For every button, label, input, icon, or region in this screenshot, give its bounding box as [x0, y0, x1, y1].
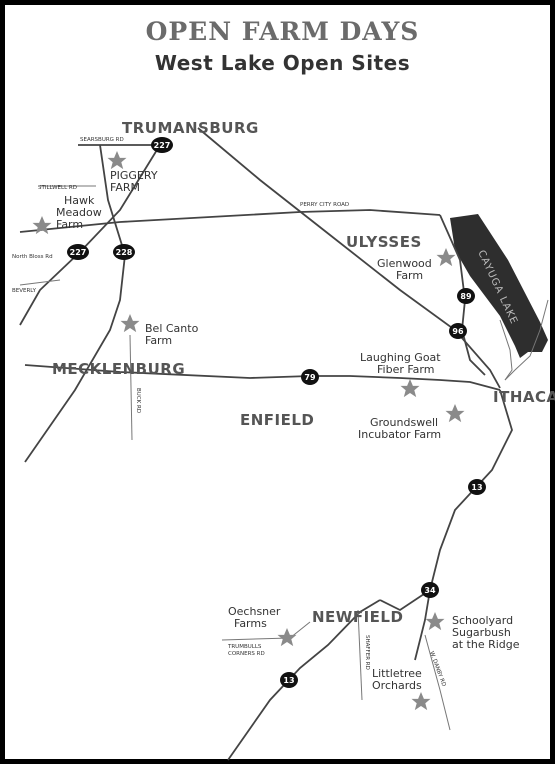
shoreline	[504, 299, 549, 381]
site-label-schoolyard-2: Sugarbush	[452, 626, 511, 639]
road-label-w-danby: W. DANBY RD	[428, 651, 446, 688]
town-enfield: ENFIELD	[240, 411, 314, 429]
route-shield-96: 96	[449, 323, 467, 339]
star-icon	[411, 692, 431, 711]
shaffer-road	[357, 609, 363, 701]
map-title: OPEN FARM DAYS	[145, 17, 420, 46]
perry-city-road	[19, 209, 441, 233]
site-label-bel-canto-1: Bel Canto	[145, 322, 199, 335]
road-label-stillwell: STILLWELL RD	[38, 185, 77, 191]
buck-road	[129, 334, 133, 441]
star-icon	[436, 248, 456, 267]
road-96-north	[197, 127, 501, 389]
site-label-hawk-meadow-3: Farm	[56, 218, 83, 231]
svg-text:96: 96	[452, 327, 464, 336]
site-label-laughing-goat-2: Fiber Farm	[377, 363, 434, 376]
road-label-north-bloss: North Bloss Rd	[12, 254, 53, 260]
town-mecklenburg: MECKLENBURG	[52, 360, 185, 378]
road-label-trumbulls-2: CORNERS RD	[228, 651, 265, 657]
road-label-perry-city: PERRY CITY ROAD	[300, 202, 349, 208]
cayuga-lake	[450, 214, 548, 358]
svg-text:34: 34	[424, 586, 436, 595]
site-label-hawk-meadow-1: Hawk	[64, 194, 95, 207]
town-trumansburg: TRUMANSBURG	[122, 119, 259, 137]
site-label-glenwood-2: Farm	[396, 269, 423, 282]
road-13-south	[227, 599, 381, 761]
road-label-shaffer: SHAFFER RD	[364, 635, 370, 670]
road-label-buck: BUCK RD	[135, 388, 141, 413]
site-label-groundswell-1: Groundswell	[370, 416, 438, 429]
svg-text:13: 13	[471, 483, 482, 492]
road-label-beverly: BEVERLY	[12, 288, 37, 294]
route-shield-34: 34	[421, 582, 439, 598]
star-icon	[425, 612, 445, 631]
route-shield-89: 89	[457, 288, 475, 304]
road-79	[24, 364, 501, 391]
route-shield-79: 79	[301, 369, 319, 385]
town-ulysses: ULYSSES	[346, 233, 422, 251]
star-icon	[400, 379, 420, 398]
road-227	[19, 144, 162, 326]
beverly-road	[19, 279, 61, 286]
road-89	[439, 214, 486, 376]
town-ithaca: ITHACA	[493, 388, 555, 406]
svg-text:13: 13	[283, 676, 294, 685]
route-shield-228: 228	[113, 244, 135, 260]
star-icon	[277, 628, 297, 647]
site-label-oechsner-2: Farms	[234, 617, 267, 630]
w-danby-road	[424, 634, 451, 731]
route-shield-13-lower: 13	[280, 672, 298, 688]
site-label-bel-canto-2: Farm	[145, 334, 172, 347]
star-icon	[107, 151, 127, 170]
svg-text:227: 227	[154, 141, 171, 150]
road-34	[379, 589, 431, 612]
map-subtitle: West Lake Open Sites	[154, 51, 411, 75]
site-label-piggery-2: FARM	[110, 181, 140, 194]
route-shield-13-upper: 13	[468, 479, 486, 495]
site-label-oechsner-1: Oechsner	[228, 605, 281, 618]
site-label-glenwood-1: Glenwood	[377, 257, 432, 270]
site-label-groundswell-2: Incubator Farm	[358, 428, 441, 441]
svg-text:228: 228	[116, 248, 133, 257]
inlet	[499, 319, 513, 381]
route-shield-227-top: 227	[151, 137, 173, 153]
road-label-trumbulls-1: TRUMBULLS	[227, 644, 262, 650]
site-label-laughing-goat-1: Laughing Goat	[360, 351, 441, 364]
site-label-piggery-1: PIGGERY	[110, 169, 158, 182]
site-label-schoolyard-1: Schoolyard	[452, 614, 513, 627]
svg-text:89: 89	[460, 292, 472, 301]
road-label-searsburg: SEARSBURG RD	[80, 137, 124, 143]
town-newfield: NEWFIELD	[312, 608, 403, 626]
svg-text:227: 227	[70, 248, 87, 257]
star-icon	[32, 216, 52, 235]
site-label-littletree-1: Littletree	[372, 667, 422, 680]
star-icon	[120, 314, 140, 333]
svg-text:79: 79	[304, 373, 316, 382]
site-label-littletree-2: Orchards	[372, 679, 422, 692]
route-shield-227-left: 227	[67, 244, 89, 260]
star-icon	[445, 404, 465, 423]
road-228	[24, 144, 126, 463]
road-13	[414, 389, 513, 661]
site-label-hawk-meadow-2: Meadow	[56, 206, 102, 219]
site-label-schoolyard-3: at the Ridge	[452, 638, 520, 651]
